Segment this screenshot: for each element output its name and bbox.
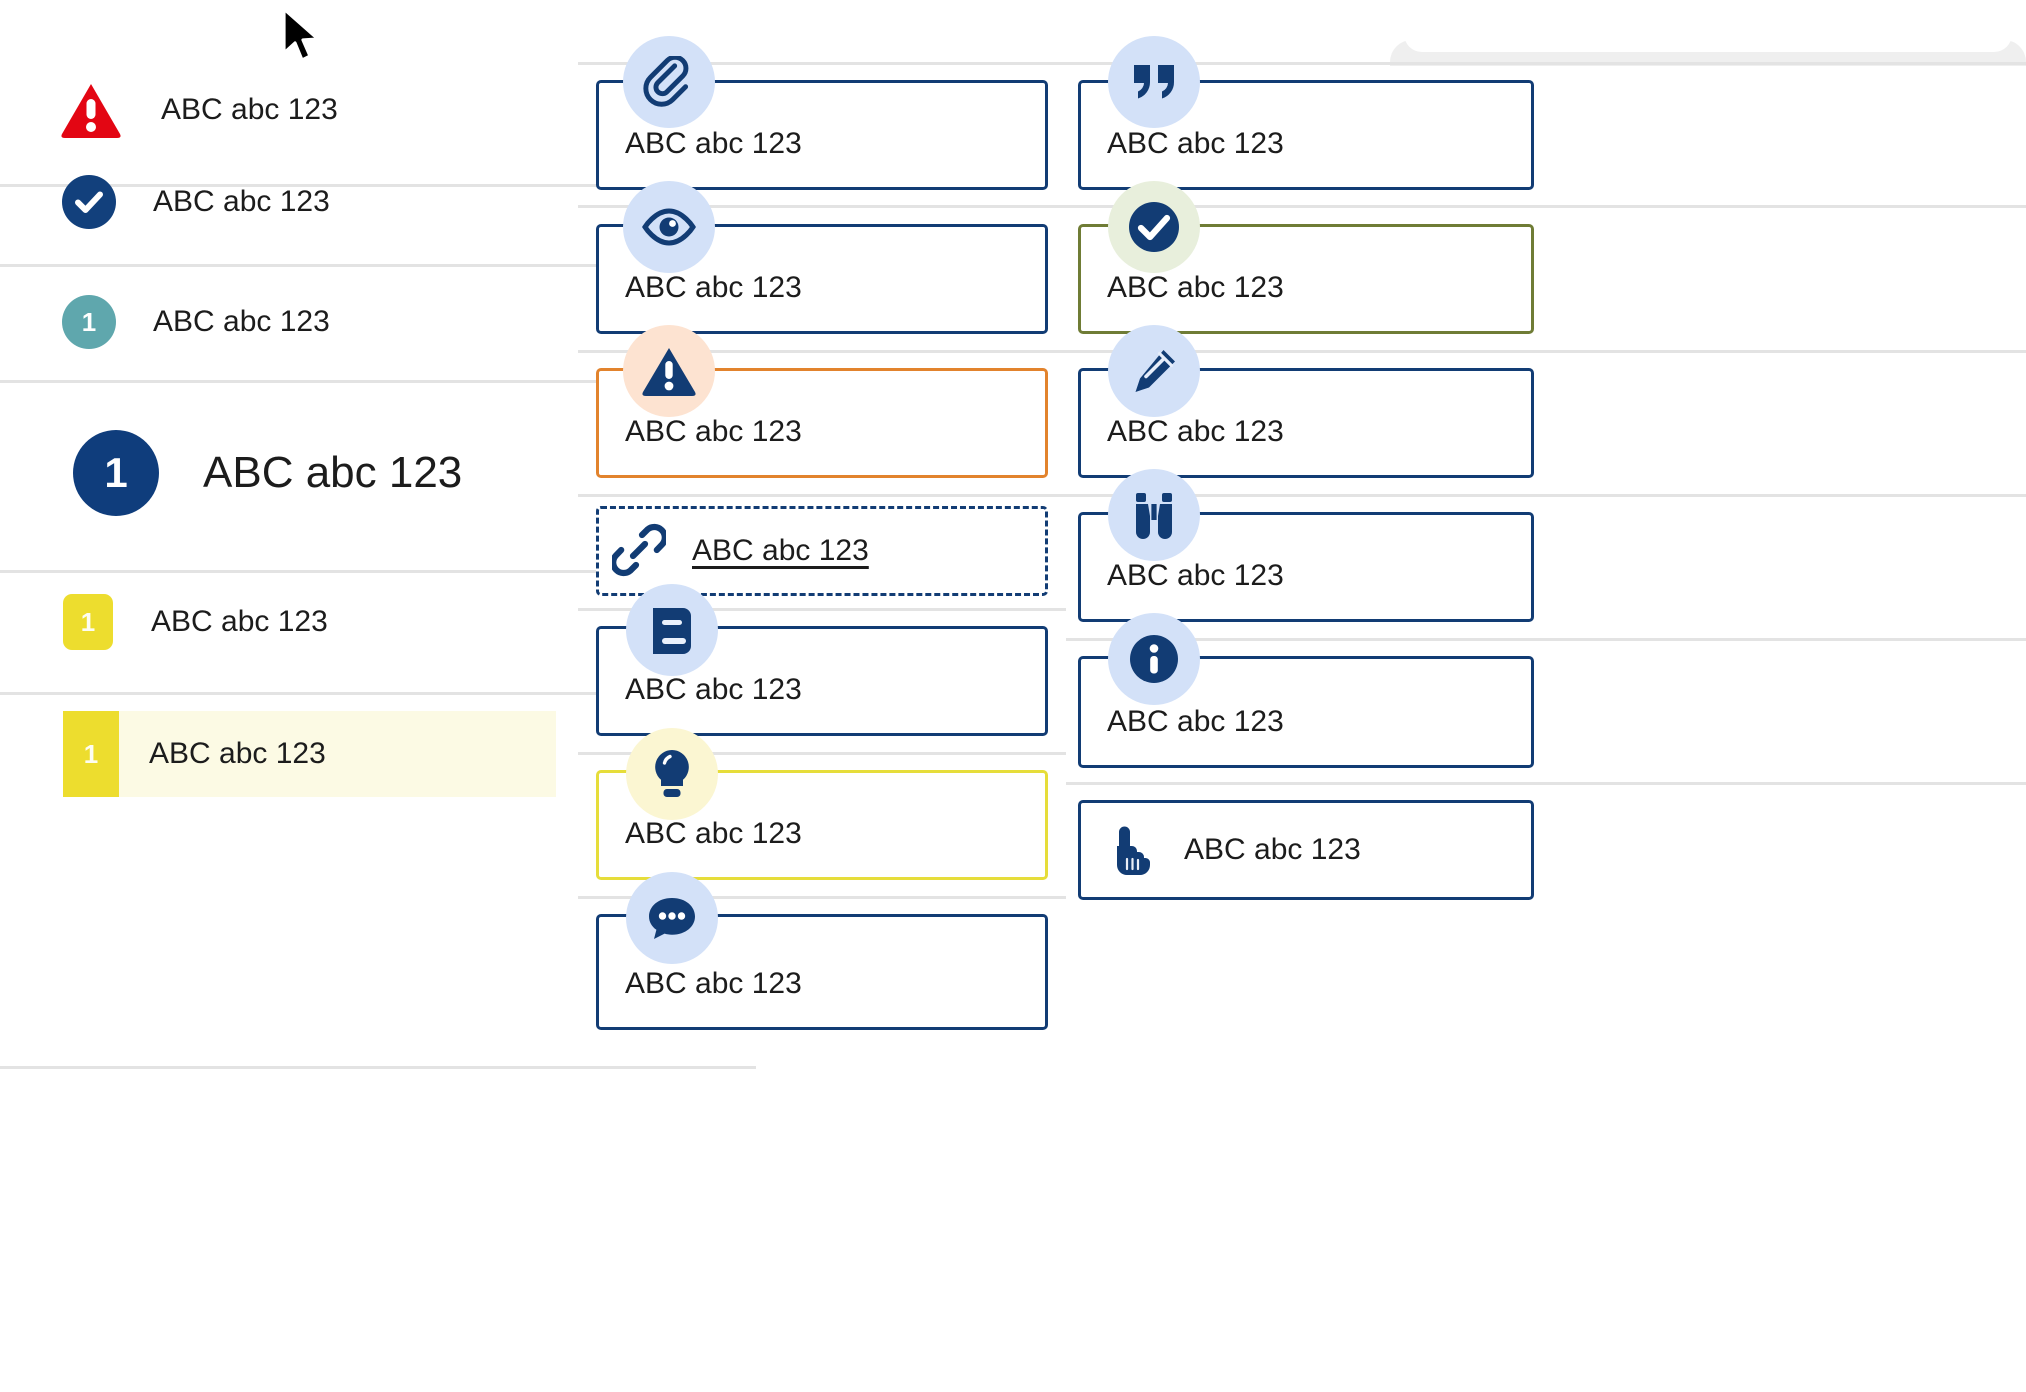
check-circle-icon (1108, 181, 1200, 273)
number-square-icon: 1 (63, 711, 119, 797)
check-circle-icon (62, 175, 116, 229)
card-label: ABC abc 123 (1107, 127, 1284, 160)
list-item-success[interactable]: ABC abc 123 (62, 175, 330, 229)
card-separator (578, 752, 1066, 755)
book-icon (626, 584, 718, 676)
left-list-column: ABC abc 123 ABC abc 123 1 ABC abc 123 1 … (0, 0, 760, 1392)
binoculars-icon (1108, 469, 1200, 561)
card-edit[interactable]: ABC abc 123 (1078, 368, 1534, 478)
list-item-alert[interactable]: ABC abc 123 (60, 82, 338, 138)
card-separator (578, 350, 1066, 353)
warning-triangle-icon (60, 82, 122, 138)
list-separator (0, 570, 756, 573)
list-item-label: ABC abc 123 (149, 737, 326, 770)
paperclip-icon (623, 36, 715, 128)
eye-icon (623, 181, 715, 273)
list-item-primary-step[interactable]: 1 ABC abc 123 (73, 430, 462, 516)
card-separator (1066, 62, 2026, 65)
card-label: ABC abc 123 (625, 817, 802, 850)
card-separator (1066, 638, 2026, 641)
card-link-label[interactable]: ABC abc 123 (692, 534, 869, 567)
number-square-icon: 1 (63, 594, 113, 650)
card-label: ABC abc 123 (625, 967, 802, 1000)
card-label: ABC abc 123 (1107, 415, 1284, 448)
card-separator (1066, 782, 2026, 785)
background-panel-inner (1404, 0, 2012, 52)
card-label: ABC abc 123 (1107, 559, 1284, 592)
list-item-label: ABC abc 123 (153, 185, 330, 218)
card-action[interactable]: ABC abc 123 (1078, 800, 1534, 900)
mouse-pointer-icon (280, 6, 326, 68)
card-separator (578, 205, 1066, 208)
pointing-hand-icon (1107, 824, 1153, 876)
list-separator (0, 692, 756, 695)
card-label: ABC abc 123 (1107, 271, 1284, 304)
badge-number: 1 (104, 449, 128, 496)
card-link[interactable]: ABC abc 123 (596, 506, 1048, 596)
list-separator (0, 1066, 756, 1069)
list-separator (0, 380, 756, 383)
card-separator (1066, 205, 2026, 208)
card-label: ABC abc 123 (1107, 705, 1284, 738)
list-item-teal-step[interactable]: 1 ABC abc 123 (62, 295, 330, 349)
quotation-marks-icon (1108, 36, 1200, 128)
card-separator (1066, 350, 2026, 353)
number-circle-icon: 1 (73, 430, 159, 516)
list-separator (0, 264, 756, 267)
card-separator (578, 62, 1066, 65)
card-label: ABC abc 123 (625, 127, 802, 160)
card-warning[interactable]: ABC abc 123 (596, 368, 1048, 478)
card-separator (1066, 494, 2026, 497)
card-label: ABC abc 123 (1184, 833, 1361, 866)
card-separator (578, 896, 1066, 899)
number-circle-icon: 1 (62, 295, 116, 349)
card-label: ABC abc 123 (625, 673, 802, 706)
list-item-highlighted[interactable]: 1 ABC abc 123 (63, 711, 556, 797)
warning-triangle-icon (623, 325, 715, 417)
info-circle-icon (1108, 613, 1200, 705)
card-label: ABC abc 123 (625, 415, 802, 448)
pencil-icon (1108, 325, 1200, 417)
list-item-yellow-step[interactable]: 1 ABC abc 123 (63, 594, 328, 650)
card-separator (578, 608, 1066, 611)
card-comment[interactable]: ABC abc 123 (596, 914, 1048, 1030)
card-quote[interactable]: ABC abc 123 (1078, 80, 1534, 190)
list-item-label: ABC abc 123 (161, 93, 338, 126)
card-separator (578, 494, 1066, 497)
chain-link-icon (612, 523, 666, 577)
badge-number: 1 (83, 739, 99, 769)
badge-number: 1 (80, 607, 96, 637)
list-item-label: ABC abc 123 (203, 448, 463, 497)
list-separator (0, 184, 756, 187)
badge-number: 1 (81, 307, 97, 337)
chat-bubble-icon (626, 872, 718, 964)
lightbulb-icon (626, 728, 718, 820)
list-item-label: ABC abc 123 (151, 605, 328, 638)
card-label: ABC abc 123 (625, 271, 802, 304)
list-item-label: ABC abc 123 (153, 305, 330, 338)
